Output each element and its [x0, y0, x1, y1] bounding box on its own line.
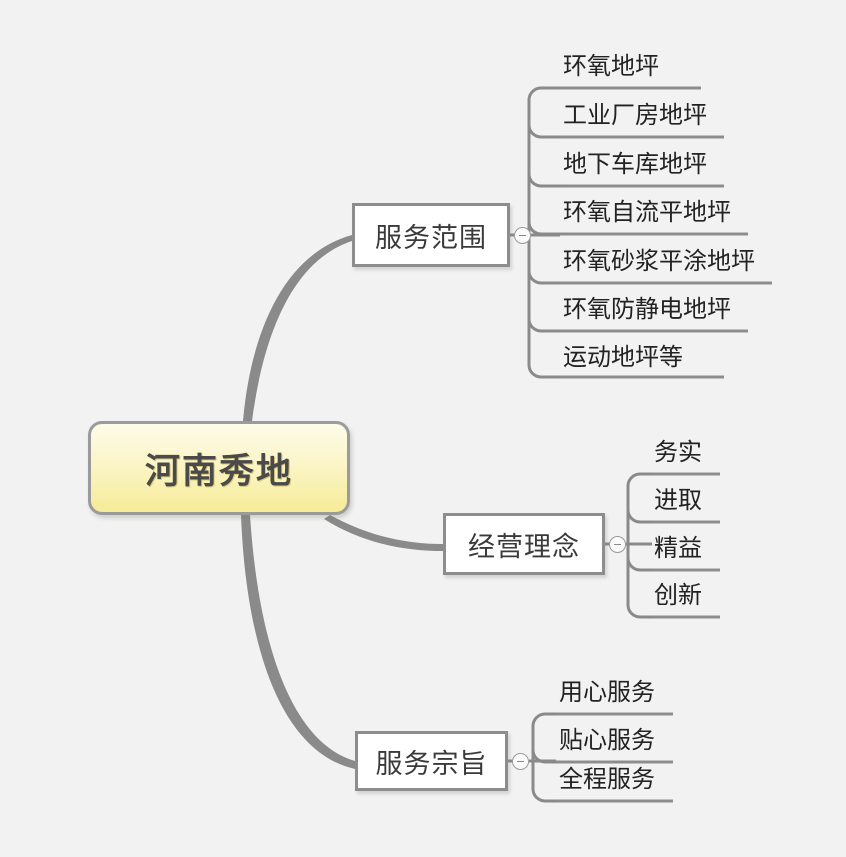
- branch-node-service-purpose[interactable]: 服务宗旨: [355, 731, 508, 791]
- branch-1-trunk: [527, 86, 561, 379]
- collapse-toggle-service-scope[interactable]: [514, 227, 531, 244]
- elbow-b1-leaf-5: [527, 270, 561, 285]
- leaf-item[interactable]: 工业厂房地坪: [563, 101, 707, 129]
- leaf-item[interactable]: 运动地坪等: [563, 343, 683, 371]
- branch-2-trunk: [626, 472, 652, 619]
- elbow-b3-leaf-2: [531, 749, 557, 764]
- elbow-b2-leaf-3: [626, 557, 652, 572]
- elbow-b1-leaf-7: [527, 364, 561, 379]
- branch-node-label: 服务范围: [375, 222, 487, 254]
- elbow-b1-leaf-3: [527, 173, 561, 188]
- root-node-label: 河南秀地: [144, 451, 293, 492]
- elbow-b2-leaf-4: [626, 604, 652, 619]
- elbow-b2-leaf-2: [626, 509, 652, 524]
- collapse-toggle-service-purpose[interactable]: [512, 753, 529, 770]
- leaf-item[interactable]: 用心服务: [559, 678, 655, 706]
- elbow-b1-leaf-1: [527, 86, 561, 101]
- elbow-b1-leaf-4: [527, 221, 561, 236]
- elbow-b1-leaf-2: [527, 124, 561, 139]
- leaf-item[interactable]: 创新: [654, 581, 702, 609]
- leaf-item[interactable]: 环氧自流平地坪: [563, 198, 731, 226]
- elbow-b2-leaf-1: [626, 472, 652, 487]
- collapse-toggle-business-philosophy[interactable]: [609, 536, 626, 553]
- leaf-item[interactable]: 全程服务: [559, 765, 655, 793]
- leaf-item[interactable]: 务实: [654, 438, 702, 466]
- leaf-item[interactable]: 贴心服务: [559, 726, 655, 754]
- minus-circle-icon: [614, 543, 621, 546]
- branch-node-service-scope[interactable]: 服务范围: [352, 203, 510, 267]
- branch-node-label: 经营理念: [468, 531, 580, 563]
- leaf-item[interactable]: 进取: [654, 486, 702, 514]
- branch-node-label: 服务宗旨: [375, 748, 488, 780]
- curve-root-to-branch-1: [243, 235, 352, 421]
- elbow-b1-leaf-6: [527, 318, 561, 333]
- branch-3-trunk: [531, 712, 557, 803]
- curve-root-to-branch-3: [241, 515, 355, 769]
- leaf-item[interactable]: 环氧防静电地坪: [563, 295, 731, 323]
- curve-root-to-branch-2: [324, 515, 443, 551]
- leaf-item[interactable]: 精益: [654, 534, 702, 562]
- minus-circle-icon: [519, 234, 526, 237]
- root-node[interactable]: 河南秀地: [88, 421, 350, 515]
- leaf-item[interactable]: 环氧砂浆平涂地坪: [563, 247, 755, 275]
- elbow-b3-leaf-3: [531, 788, 557, 803]
- minus-circle-icon: [517, 760, 524, 763]
- branch-node-business-philosophy[interactable]: 经营理念: [443, 513, 605, 575]
- leaf-item[interactable]: 地下车库地坪: [563, 150, 707, 178]
- leaf-item[interactable]: 环氧地坪: [563, 52, 659, 80]
- elbow-b3-leaf-1: [531, 712, 557, 727]
